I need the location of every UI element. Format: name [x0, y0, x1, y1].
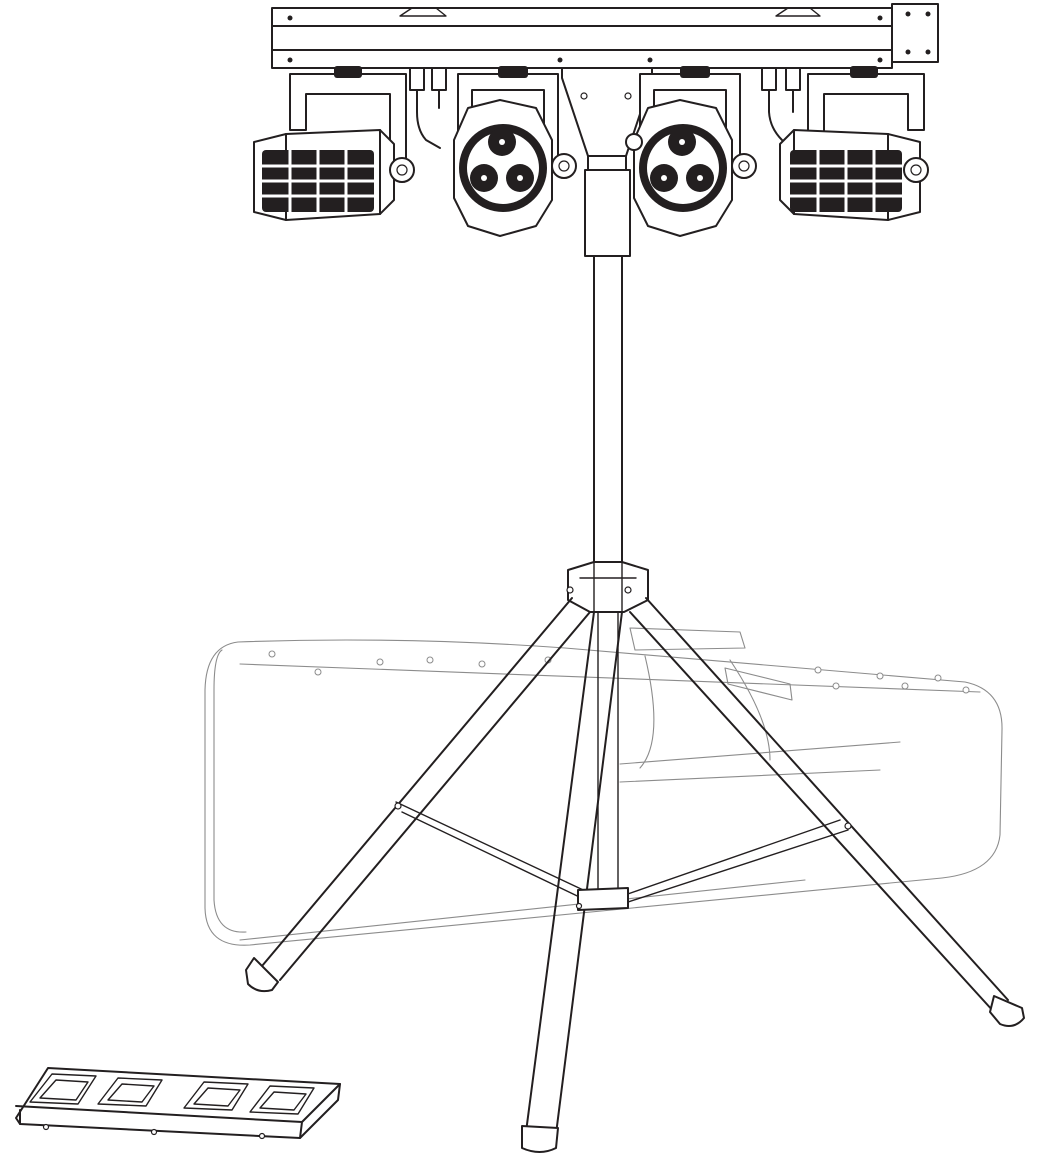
- derby-light-left-icon: [253, 66, 415, 221]
- footswitch-pedal: [29, 1073, 315, 1115]
- par-light-left-icon: [453, 66, 577, 237]
- par-light-right-icon: [625, 66, 757, 237]
- tripod-stand-icon: [245, 149, 1025, 1153]
- carry-bag-icon: [204, 627, 1003, 946]
- derby-lens-grid: [790, 150, 902, 212]
- derby-lens-grid: [262, 150, 374, 212]
- footswitch-icon: [15, 1067, 341, 1140]
- derby-light-right-icon: [779, 66, 929, 221]
- t-bar-icon: [271, 3, 939, 157]
- power-connector-icon: [409, 67, 801, 149]
